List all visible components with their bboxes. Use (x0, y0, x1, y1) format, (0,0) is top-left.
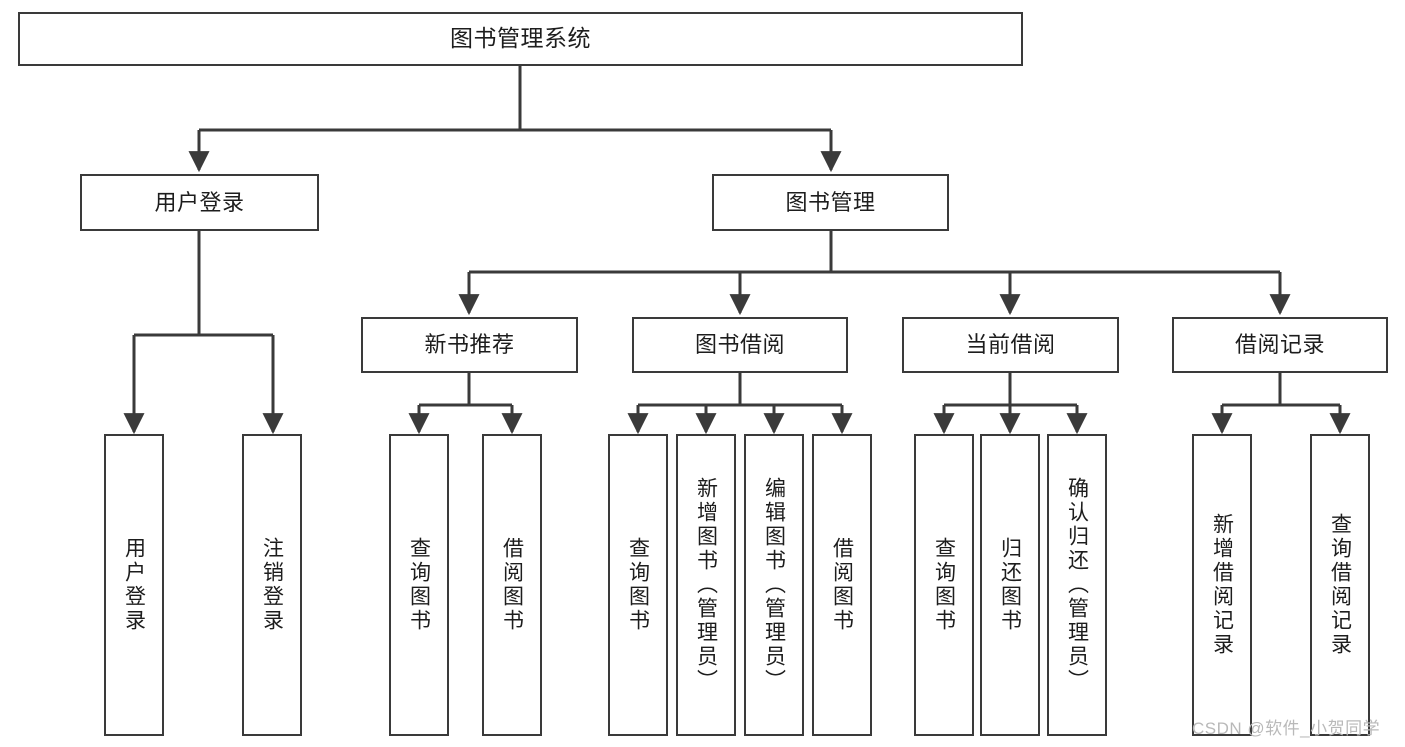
node-leaf-borrow-edit[interactable]: 编辑图书（管理员） (744, 434, 804, 736)
node-leaf-user-logout-label: 注销登录 (260, 537, 284, 633)
node-leaf-user-logout[interactable]: 注销登录 (242, 434, 302, 736)
node-current-borrow-label: 当前借阅 (965, 332, 1056, 358)
node-leaf-rec-add-label: 新增借阅记录 (1210, 513, 1234, 657)
node-new-book-rec[interactable]: 新书推荐 (361, 317, 578, 373)
node-leaf-borrow-add[interactable]: 新增图书（管理员） (676, 434, 736, 736)
node-book-borrow[interactable]: 图书借阅 (632, 317, 848, 373)
node-leaf-borrow-lend[interactable]: 借阅图书 (812, 434, 872, 736)
node-root[interactable]: 图书管理系统 (18, 12, 1023, 66)
node-borrow-record[interactable]: 借阅记录 (1172, 317, 1388, 373)
node-current-borrow[interactable]: 当前借阅 (902, 317, 1119, 373)
node-leaf-borrow-add-label: 新增图书（管理员） (694, 477, 718, 693)
node-leaf-rec-search-label: 查询借阅记录 (1328, 513, 1352, 657)
node-new-book-rec-label: 新书推荐 (424, 332, 515, 358)
node-book-manage-label: 图书管理 (785, 189, 876, 215)
node-leaf-cur-query[interactable]: 查询图书 (914, 434, 974, 736)
node-leaf-user-login-label: 用户登录 (122, 537, 146, 633)
node-leaf-borrow-lend-label: 借阅图书 (830, 537, 854, 633)
node-borrow-record-label: 借阅记录 (1234, 332, 1325, 358)
node-leaf-borrow-query[interactable]: 查询图书 (608, 434, 668, 736)
node-leaf-rec-query-label: 查询图书 (407, 537, 431, 633)
node-leaf-cur-query-label: 查询图书 (932, 537, 956, 633)
node-book-manage[interactable]: 图书管理 (712, 174, 949, 231)
node-leaf-borrow-edit-label: 编辑图书（管理员） (762, 477, 786, 693)
node-leaf-borrow-query-label: 查询图书 (626, 537, 650, 633)
node-leaf-user-login[interactable]: 用户登录 (104, 434, 164, 736)
node-book-borrow-label: 图书借阅 (694, 332, 785, 358)
node-leaf-rec-query[interactable]: 查询图书 (389, 434, 449, 736)
node-leaf-cur-confirm-label: 确认归还（管理员） (1065, 477, 1089, 693)
node-user-login[interactable]: 用户登录 (80, 174, 319, 231)
node-root-label: 图书管理系统 (450, 25, 591, 52)
node-user-login-label: 用户登录 (154, 189, 245, 215)
node-leaf-cur-confirm[interactable]: 确认归还（管理员） (1047, 434, 1107, 736)
node-leaf-rec-borrow-label: 借阅图书 (500, 537, 524, 633)
node-leaf-cur-return[interactable]: 归还图书 (980, 434, 1040, 736)
node-leaf-rec-add[interactable]: 新增借阅记录 (1192, 434, 1252, 736)
csdn-watermark: CSDN @软件_小贺同学 (1192, 719, 1381, 738)
node-leaf-rec-search[interactable]: 查询借阅记录 (1310, 434, 1370, 736)
node-leaf-cur-return-label: 归还图书 (998, 537, 1022, 633)
node-leaf-rec-borrow[interactable]: 借阅图书 (482, 434, 542, 736)
